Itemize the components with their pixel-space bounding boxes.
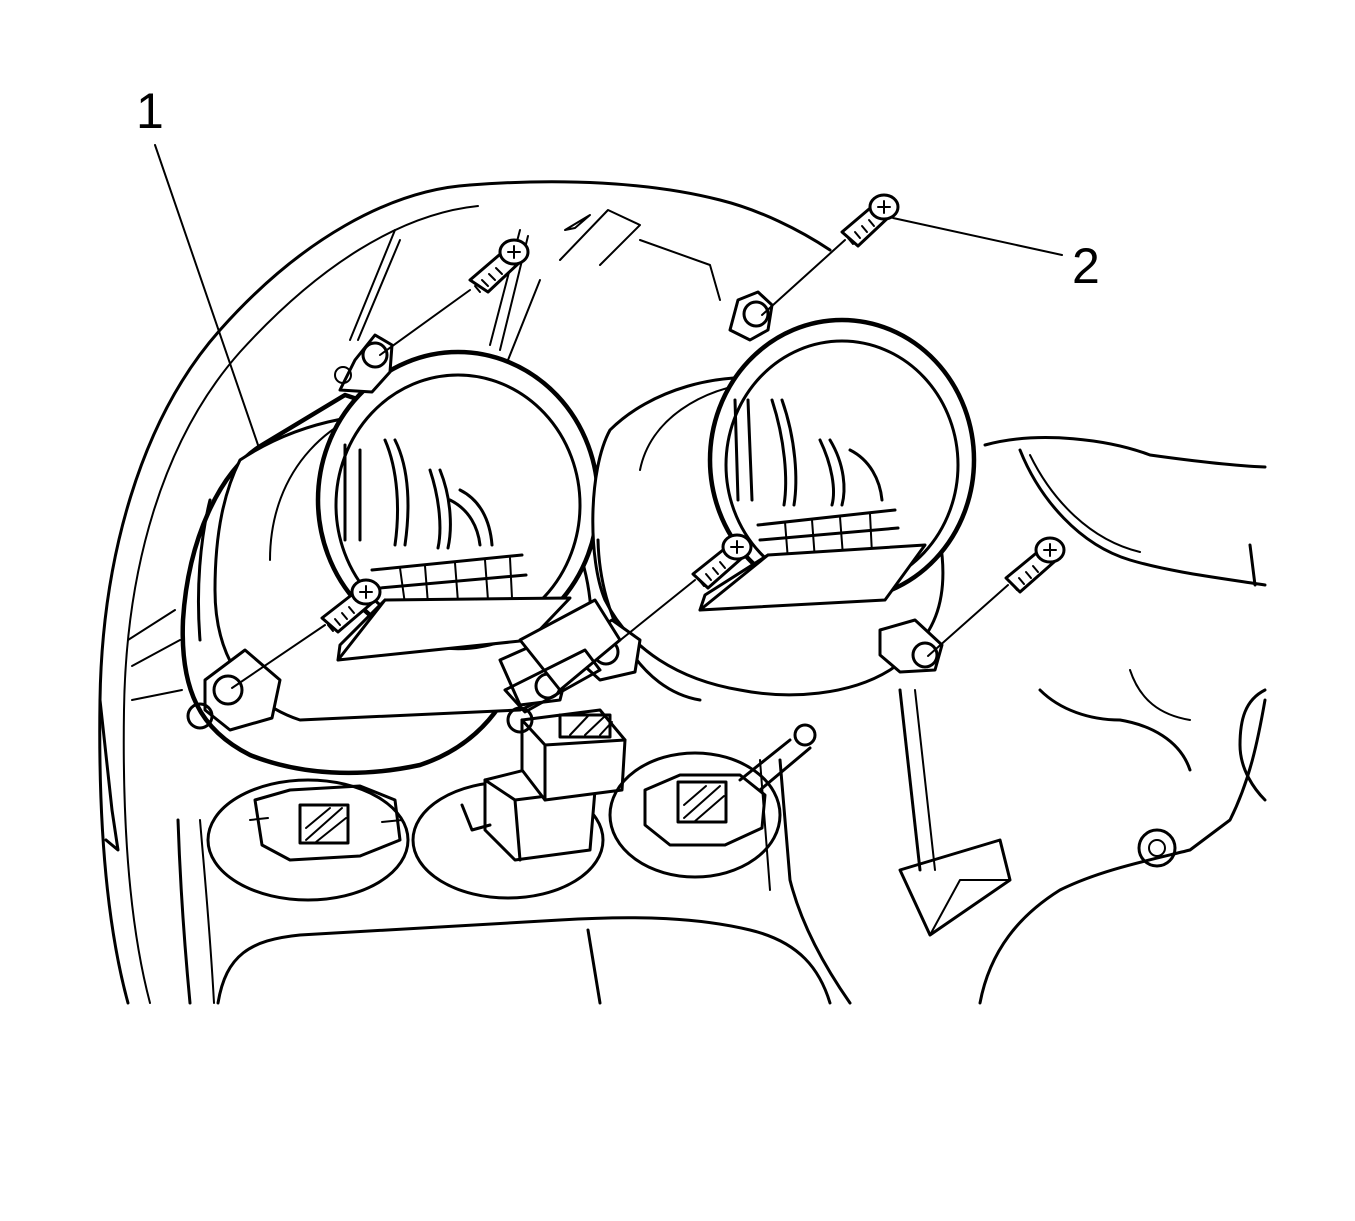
- screw-lower-left: [231, 578, 382, 689]
- screw-lower-right: [927, 536, 1066, 657]
- switch-socket-right: [608, 751, 782, 879]
- screw-lower-center: [607, 533, 753, 651]
- callout-label-1: 1: [136, 83, 164, 139]
- callout-leaders: [154, 144, 1063, 446]
- screw-top-left: [379, 238, 530, 356]
- trim-panel-right: [898, 436, 1267, 1005]
- switch-socket-center: [411, 708, 627, 900]
- gauge-right-housing: [578, 290, 977, 792]
- instrument-panel-carrier: [98, 180, 852, 1005]
- switch-socket-left: [206, 778, 410, 902]
- screw-top-right: [761, 193, 900, 316]
- callout-label-2: 2: [1072, 238, 1100, 294]
